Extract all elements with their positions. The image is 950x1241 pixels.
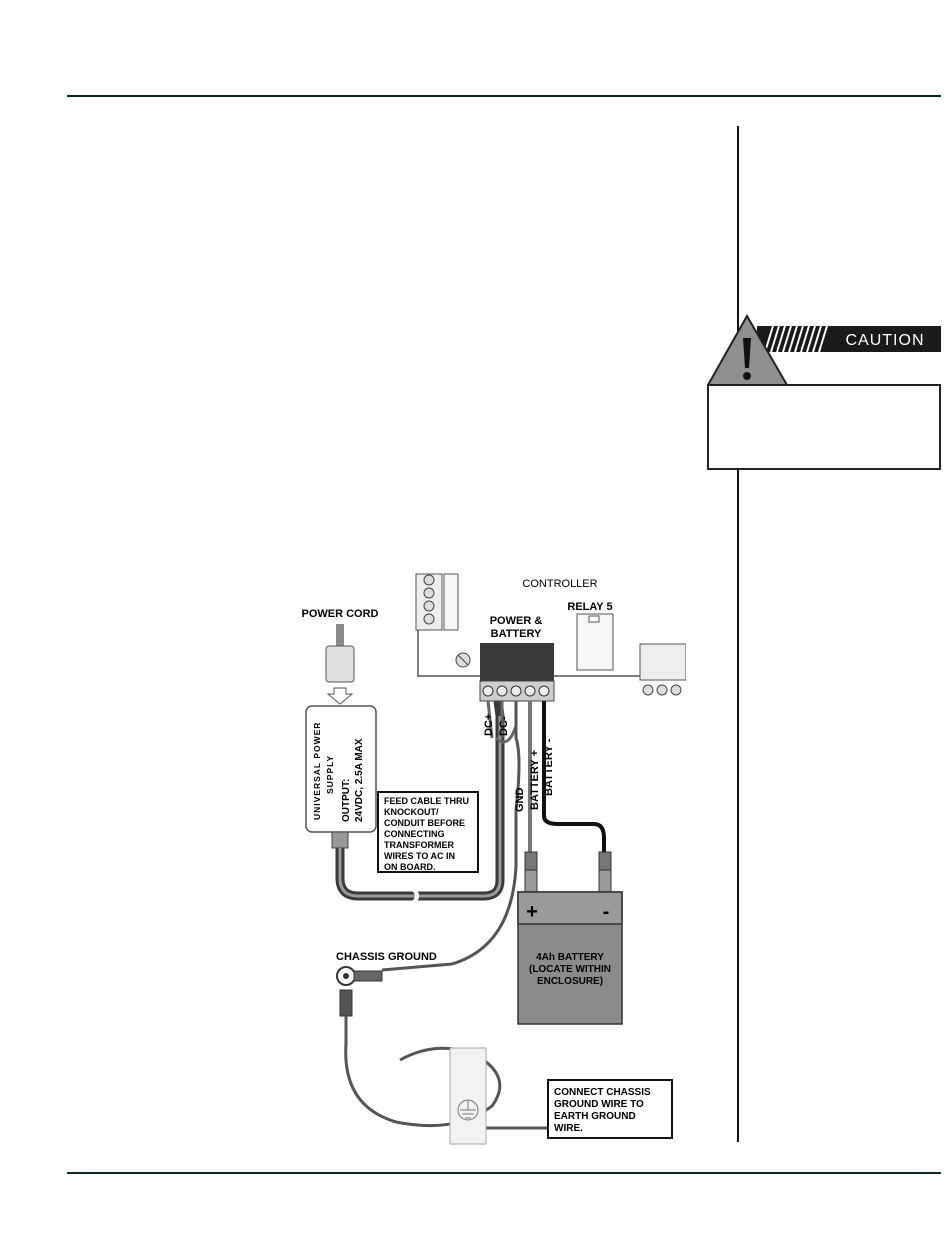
gnd-label: GND — [514, 788, 526, 813]
battery-minus-label: BATTERY - — [543, 738, 555, 796]
terminal-block-right — [639, 643, 686, 696]
power-cord-label: POWER CORD — [302, 608, 379, 620]
battery-plus-label: BATTERY + — [529, 750, 541, 810]
feed-note-line7: ON BOARD. — [384, 862, 436, 872]
feed-note-line3: CONDUIT BEFORE — [384, 818, 465, 828]
connect-note-line1: CONNECT CHASSIS — [554, 1087, 651, 1098]
feed-note-line6: WIRES TO AC IN — [384, 851, 455, 861]
power-battery-connector — [479, 643, 555, 702]
battery-plus-sign: + — [526, 901, 538, 923]
caution-label: CAUTION — [846, 332, 925, 349]
connect-note-line4: WIRE. — [554, 1123, 583, 1134]
header-rule — [67, 95, 941, 97]
controller-label: CONTROLLER — [522, 578, 597, 590]
gnd-wire — [381, 701, 521, 972]
dc-plus-label: DC+ — [483, 714, 495, 736]
footer-rule — [67, 1172, 941, 1174]
dc-minus-label: DC- — [498, 716, 510, 736]
chassis-ground-lug — [336, 966, 383, 1017]
controller-board — [415, 573, 686, 677]
chassis-ground-label: CHASSIS GROUND — [336, 951, 437, 963]
relay — [576, 613, 614, 671]
battery-4ah — [517, 891, 623, 1025]
power-cord-plug — [325, 624, 355, 705]
connect-ground-note — [547, 1079, 673, 1139]
battery-minus-wire — [542, 701, 606, 856]
power-battery-label-line1: POWER & — [490, 615, 543, 627]
battery-label-line1: 4Ah BATTERY — [536, 952, 604, 963]
battery-label-line3: ENCLOSURE) — [537, 976, 603, 987]
relay-label: RELAY 5 — [567, 601, 612, 613]
feed-cable-note — [377, 791, 479, 873]
wiring-diagram: CONTROLLER RELAY 5 POWER & BATTERY POWER… — [302, 573, 686, 1145]
feed-note-line1: FEED CABLE THRU — [384, 796, 469, 806]
psu-label-line3: OUTPUT: — [341, 779, 352, 822]
feed-note-line5: TRANSFORMER — [384, 840, 454, 850]
battery-label-line2: (LOCATE WITHIN — [529, 964, 611, 975]
psu-label-line4: 24VDC, 2.5A MAX — [354, 738, 365, 822]
warning-triangle-icon — [707, 314, 789, 386]
psu-label-line1: UNIVERSAL POWER — [312, 722, 322, 820]
psu-label-line2: SUPPLY — [325, 755, 335, 794]
earth-ground-clamp — [449, 1047, 487, 1145]
earth-ground-icon — [457, 1099, 479, 1121]
feed-note-line2: KNOCKOUT/ — [384, 807, 439, 817]
power-battery-label-line2: BATTERY — [491, 628, 542, 640]
feed-note-line4: CONNECTING — [384, 829, 445, 839]
connect-note-line2: GROUND WIRE TO — [554, 1099, 644, 1110]
connect-note-line3: EARTH GROUND — [554, 1111, 636, 1122]
sidebar-divider — [737, 126, 739, 1142]
caution-notice: CAUTION — [707, 314, 941, 470]
battery-minus-sign: - — [603, 901, 610, 923]
